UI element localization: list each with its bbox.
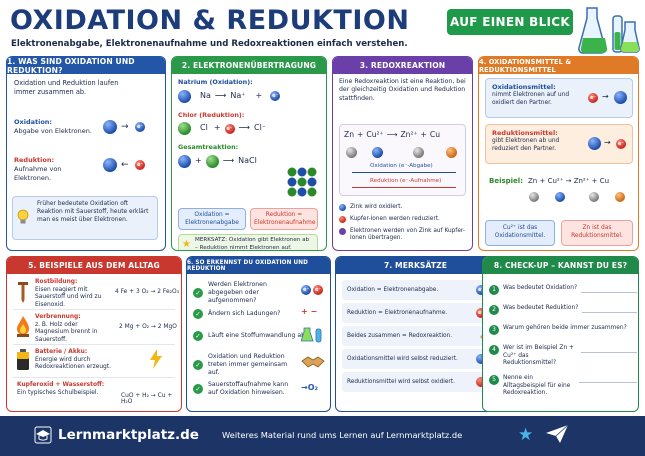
card-everyday-title: 5. BEISPIELE AUS DEM ALLTAG [7, 257, 181, 274]
box-reduction-definition: Reduktion = Elektronenaufnahme [250, 208, 318, 230]
sodium-atom-icon [178, 154, 191, 168]
card-recognize-title: 6. SO ERKENNST DU OXIDATION UND REDUKTIO… [187, 257, 330, 274]
history-note: Früher bedeutete Oxidation oft Reaktion … [12, 196, 158, 240]
card-recognize: 6. SO ERKENNST DU OXIDATION UND REDUKTIO… [186, 256, 331, 412]
graduation-cap-icon [34, 426, 52, 444]
fire-icon [17, 316, 29, 337]
footer: Lernmarktplatz.de Weiteres Material rund… [0, 416, 645, 456]
footer-text: Weiteres Material rund ums Lernen auf Le… [222, 430, 463, 440]
redox-legend: Zink wird oxidiert. Kupfer-Ionen werden … [339, 204, 467, 243]
answer-line-2[interactable] [582, 305, 637, 313]
reduction-arrow-label: Reduktion (e⁻-Aufnahme) [370, 178, 442, 184]
electron-icon: e⁻ [224, 123, 235, 134]
answer-line-4[interactable] [581, 345, 637, 353]
electron-icon: e⁻ [135, 122, 145, 132]
battery-icon [17, 349, 29, 370]
copper-oxide-equation: CuO + H₂ → Cu + H₂O [121, 393, 173, 405]
overview-badge: AUF EINEN BLICK [447, 9, 573, 35]
page-subtitle: Elektronenabgabe, Elektronenaufnahme und… [11, 39, 408, 49]
oxygen-icon: →O₂ [301, 383, 319, 392]
nail-icon [18, 282, 28, 303]
rust-equation: 4 Fe + 3 O₂ → 2 Fe₂O₃ [115, 289, 179, 295]
card-check-up-title: 8. CHECK-UP – KANNST DU ES? [483, 257, 638, 274]
electron-icon: e⁻ [301, 285, 311, 295]
card-redox: 3. REDOXREAKTION Eine Redoxreaktion ist … [332, 56, 473, 251]
card-everyday: 5. BEISPIELE AUS DEM ALLTAG Rostbildung:… [6, 256, 182, 412]
card-redox-title: 3. REDOXREAKTION [333, 57, 472, 74]
electron-icon: e⁻ [313, 285, 323, 295]
lightning-icon [150, 349, 162, 369]
check-icon: ✓ [193, 288, 203, 299]
paper-plane-icon [546, 424, 569, 443]
card-key-sentences-title: 7. MERKSÄTZE [336, 257, 495, 274]
answer-line-1[interactable] [581, 285, 637, 293]
oxidation-label: Oxidation: [14, 118, 53, 126]
crystal-lattice-icon [287, 167, 317, 197]
sodium-atom-icon [178, 89, 191, 103]
charge-icon: + − [301, 307, 318, 316]
atom-icon [103, 120, 117, 134]
copper-atom-icon [446, 147, 457, 158]
check-icon: ✓ [193, 331, 203, 341]
card-what-is-intro: Oxidation und Reduktion laufen immer zus… [14, 79, 119, 96]
card-key-sentences: 7. MERKSÄTZE Oxidation = Elektronenabgab… [335, 256, 496, 412]
card-what-is-title: 1. WAS SIND OXIDATION UND REDUKTION? [7, 57, 165, 75]
zinc-ion-icon [413, 147, 424, 158]
electron-icon: e⁻ [135, 160, 145, 170]
chlorine-label: Chlor (Reduktion): [178, 110, 245, 119]
merksatz-note: ★ MERKSATZ: Oxidation gibt Elektronen ab… [178, 234, 318, 250]
sodium-equation: Na ⟶ Na⁺ + e⁻ [178, 89, 320, 103]
page-title: OXIDATION & REDUKTION [10, 5, 410, 36]
oxidation-text: Abgabe von Elektronen. [14, 126, 92, 135]
total-reaction-label: Gesamtreaktion: [178, 143, 239, 152]
flask-icon [578, 7, 640, 54]
star-icon: ★ [182, 239, 191, 250]
history-note-text: Früher bedeutete Oxidation oft Reaktion … [37, 201, 149, 223]
card-what-is: 1. WAS SIND OXIDATION UND REDUKTION? Oxi… [6, 56, 166, 251]
redox-diagram: Zn + Cu²⁺ ⟶ Zn²⁺ + Cu Oxidation (e⁻-Abga… [339, 124, 466, 196]
oxidizing-agent-box: Oxidationsmittel: nimmt Elektronen auf u… [485, 78, 633, 118]
lightbulb-icon [17, 209, 29, 224]
check-icon: ✓ [193, 384, 203, 395]
handshake-icon [301, 356, 325, 368]
card-electron-transfer-title: 2. ELEKTRONENÜBERTRAGUNG [172, 57, 326, 74]
card-agents-title: 4. OXIDATIONSMITTEL & REDUKTIONSMITTEL [479, 57, 638, 74]
redox-intro: Eine Redoxreaktion ist eine Reaktion, be… [339, 78, 466, 102]
reduction-label: Reduktion: [14, 156, 55, 164]
oxidation-arrow-label: Oxidation (e⁻-Abgabe) [370, 163, 433, 169]
electron-icon: e⁻ [476, 285, 486, 295]
electron-icon: e⁻ [270, 91, 281, 102]
example-equation: Beispiel: Zn + Cu²⁺ → Zn²⁺ + Cu [489, 177, 610, 185]
box-copper-oxidizer: Cu²⁺ ist das Oxidationsmittel. [485, 220, 555, 246]
box-zinc-reducer: Zn ist das Reduktionsmittel. [561, 220, 633, 246]
check-icon: ✓ [193, 360, 203, 371]
copper-ion-icon [372, 147, 383, 158]
card-electron-transfer: 2. ELEKTRONENÜBERTRAGUNG Natrium (Oxidat… [171, 56, 327, 251]
zinc-atom-icon [346, 147, 357, 158]
reducing-agent-box: Reduktionsmittel: gibt Elektronen ab und… [485, 124, 633, 164]
total-equation: + ⟶ NaCl [178, 154, 320, 168]
electron-icon: e⁻ [476, 308, 486, 318]
star-icon: ★ [518, 425, 534, 445]
sodium-label: Natrium (Oxidation): [178, 78, 253, 86]
card-agents: 4. OXIDATIONSMITTEL & REDUKTIONSMITTEL O… [478, 56, 639, 251]
test-tubes-icon [301, 327, 322, 343]
box-oxidation-definition: Oxidation = Elektronenabgabe [178, 208, 246, 230]
combustion-equation: 2 Mg + O₂ → 2 MgO [119, 324, 177, 330]
chlorine-atom-icon [178, 122, 191, 136]
footer-brand[interactable]: Lernmarktplatz.de [58, 427, 199, 443]
chlorine-equation: Cl + e⁻ ⟶ Cl⁻ [178, 122, 320, 136]
atom-icon [103, 158, 117, 172]
answer-line-5[interactable] [579, 375, 637, 383]
check-icon: ✓ [193, 309, 203, 319]
reduction-text: Aufnahme von Elektronen. [14, 164, 62, 182]
chlorine-atom-icon [205, 154, 219, 168]
